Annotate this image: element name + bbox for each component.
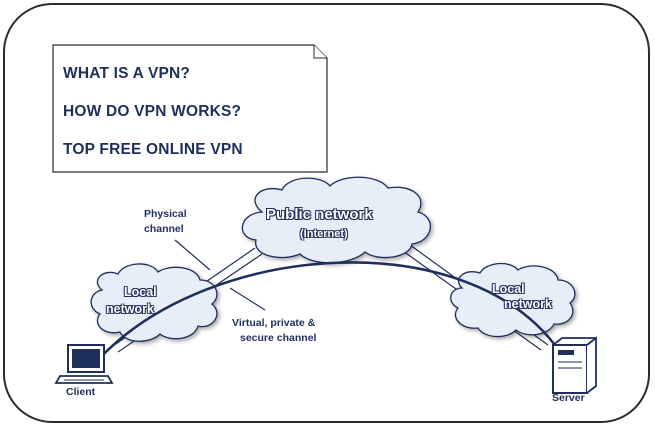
- physical-channel-pointer: [174, 239, 211, 271]
- local-network-right-label-line1: Local: [492, 282, 525, 296]
- server-label: Server: [552, 392, 585, 404]
- physical-channel-label-line1: Physical: [144, 208, 187, 220]
- title-line-what-is-vpn: WHAT IS A VPN?: [63, 65, 191, 82]
- physical-channel-label-line2: channel: [144, 223, 184, 235]
- virtual-channel-label-line2: secure channel: [240, 332, 317, 344]
- virtual-channel-label-line1: Virtual, private &: [232, 317, 316, 329]
- title-line-top-free-vpn: TOP FREE ONLINE VPN: [63, 141, 243, 158]
- client-laptop-icon: [54, 344, 114, 384]
- local-network-cloud-left: [90, 263, 218, 342]
- vpn-tunnel-arc: [99, 261, 562, 359]
- local-network-left-label-line2: network: [106, 302, 154, 316]
- virtual-channel-pointer: [229, 287, 266, 311]
- client-label: Client: [66, 386, 96, 398]
- server-tower-icon: [552, 336, 597, 394]
- local-network-left-label-line1: Local: [124, 285, 157, 299]
- title-line-how-vpn-works: HOW DO VPN WORKS?: [63, 103, 242, 120]
- internet-label: (Internet): [300, 228, 348, 240]
- public-network-label: Public network: [266, 206, 373, 223]
- local-network-cloud-right: [450, 262, 576, 338]
- public-network-cloud: [241, 176, 431, 264]
- title-box: WHAT IS A VPN? HOW DO VPN WORKS? TOP FRE…: [52, 44, 328, 173]
- local-network-right-label-line2: network: [504, 297, 552, 311]
